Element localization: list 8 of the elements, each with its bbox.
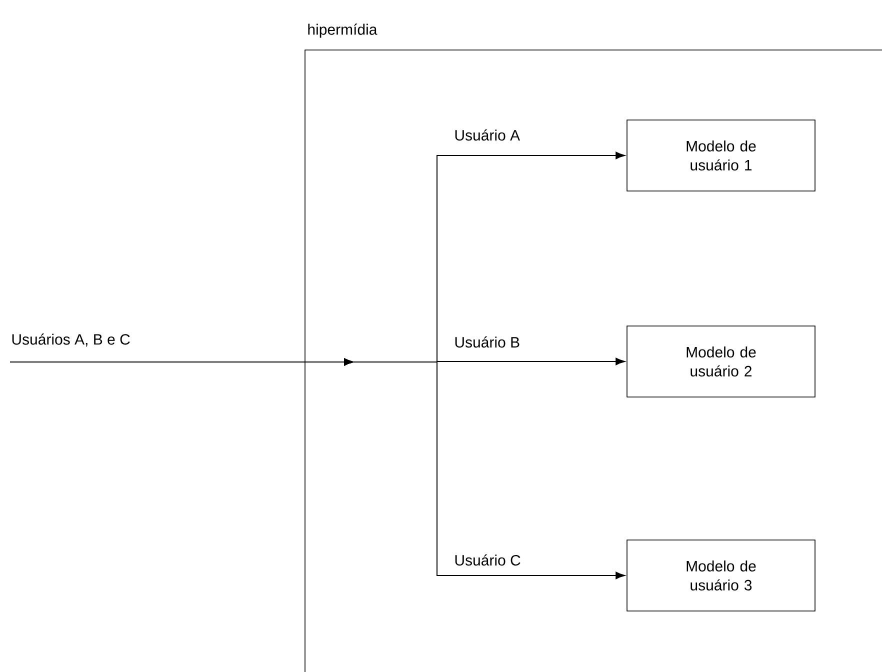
model-box: Modelo de usuário 1 (626, 120, 816, 192)
input-label: Usuários A, B e C (12, 334, 130, 346)
edge-label: Usuário A (453, 128, 522, 142)
arrow (10, 358, 625, 580)
model-box: Modelo de usuário 3 (626, 540, 816, 612)
model-box: Modelo de usuário 2 (626, 326, 816, 398)
edge-label: Usuário B (453, 335, 522, 349)
edge-label: Usuário C (453, 553, 522, 567)
